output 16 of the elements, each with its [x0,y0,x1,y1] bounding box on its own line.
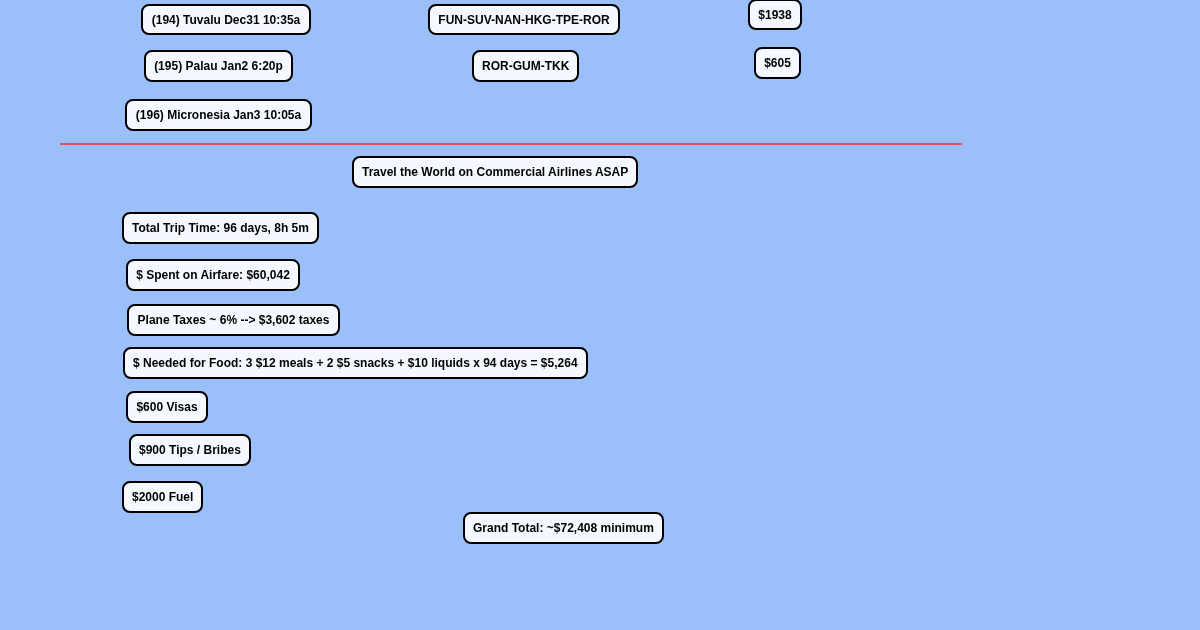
route-card: FUN-SUV-NAN-HKG-TPE-ROR [428,4,620,35]
cost-card: $600 Visas [126,391,208,423]
price-card: $605 [754,47,801,79]
route-card: ROR-GUM-TKK [472,50,580,82]
price-card: $1938 [748,0,802,30]
cost-card: $2000 Fuel [122,481,204,513]
cost-card: $900 Tips / Bribes [129,434,251,466]
title-card: Travel the World on Commercial Airlines ASAP [352,156,639,188]
cost-card: $ Spent on Airfare: $60,042 [126,259,300,291]
flight-card: (195) Palau Jan2 6:20p [144,50,293,82]
flight-card: (196) Micronesia Jan3 10:05a [125,99,312,131]
total-card: Grand Total: ~$72,408 minimum [463,512,664,544]
cost-card: $ Needed for Food: 3 $12 meals + 2 $5 snacks + $10 liquids x 94 days = $5,264 [123,347,588,379]
flight-card: (194) Tuvalu Dec31 10:35a [141,4,311,35]
cost-card: Plane Taxes ~ 6% --> $3,602 taxes [127,304,340,336]
summary-card: Total Trip Time: 96 days, 8h 5m [122,212,319,244]
